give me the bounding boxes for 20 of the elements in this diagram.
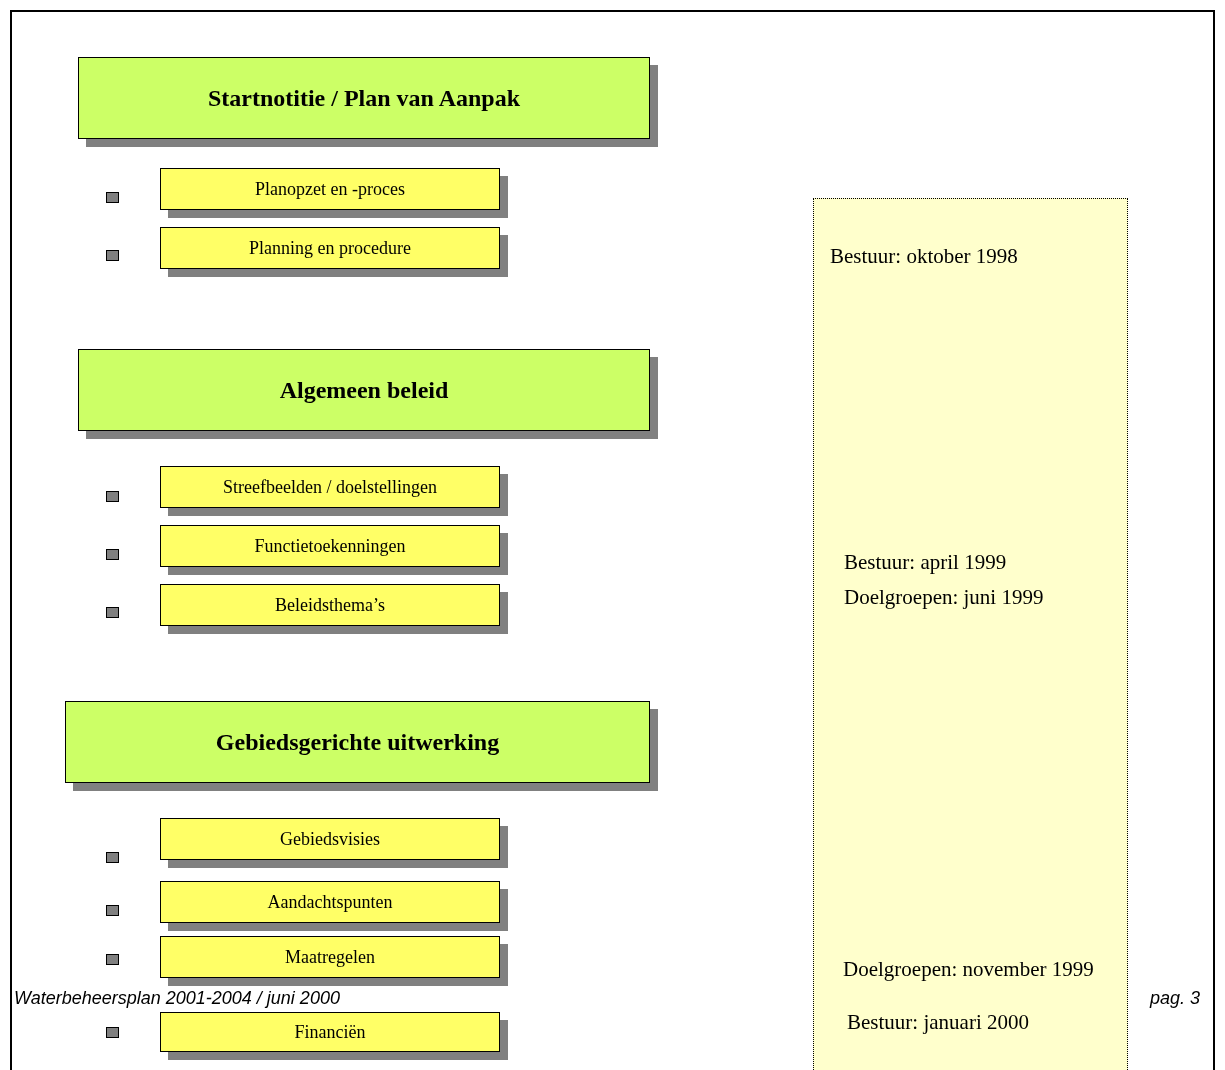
date-text: Doelgroepen: juni 1999 xyxy=(844,585,1044,610)
date-text: Doelgroepen: november 1999 xyxy=(843,957,1094,982)
date-text: Bestuur: januari 2000 xyxy=(847,1010,1029,1035)
item-text: Aandachtspunten xyxy=(267,891,393,913)
section-title: Startnotitie / Plan van Aanpak xyxy=(207,84,520,112)
date-text: Bestuur: april 1999 xyxy=(844,550,1007,575)
item-text: Maatregelen xyxy=(285,946,375,968)
date-text: Bestuur: oktober 1998 xyxy=(830,244,1018,269)
item-text: Beleidsthema’s xyxy=(275,594,385,616)
section-title: Algemeen beleid xyxy=(279,376,449,404)
item-text: Planopzet en -proces xyxy=(255,178,405,200)
footer-text: Waterbeheersplan 2001-2004 / juni 2000 xyxy=(14,988,340,1008)
item-text: Streefbeelden / doelstellingen xyxy=(223,476,437,498)
item-text: Financiën xyxy=(294,1021,366,1043)
item-text: Planning en procedure xyxy=(249,237,411,259)
section-title: Gebiedsgerichte uitwerking xyxy=(215,728,500,756)
page-number: pag. 3 xyxy=(1150,988,1201,1008)
item-text: Gebiedsvisies xyxy=(280,828,380,850)
timeline-panel xyxy=(813,198,1128,1070)
item-text: Functietoekenningen xyxy=(254,535,406,557)
